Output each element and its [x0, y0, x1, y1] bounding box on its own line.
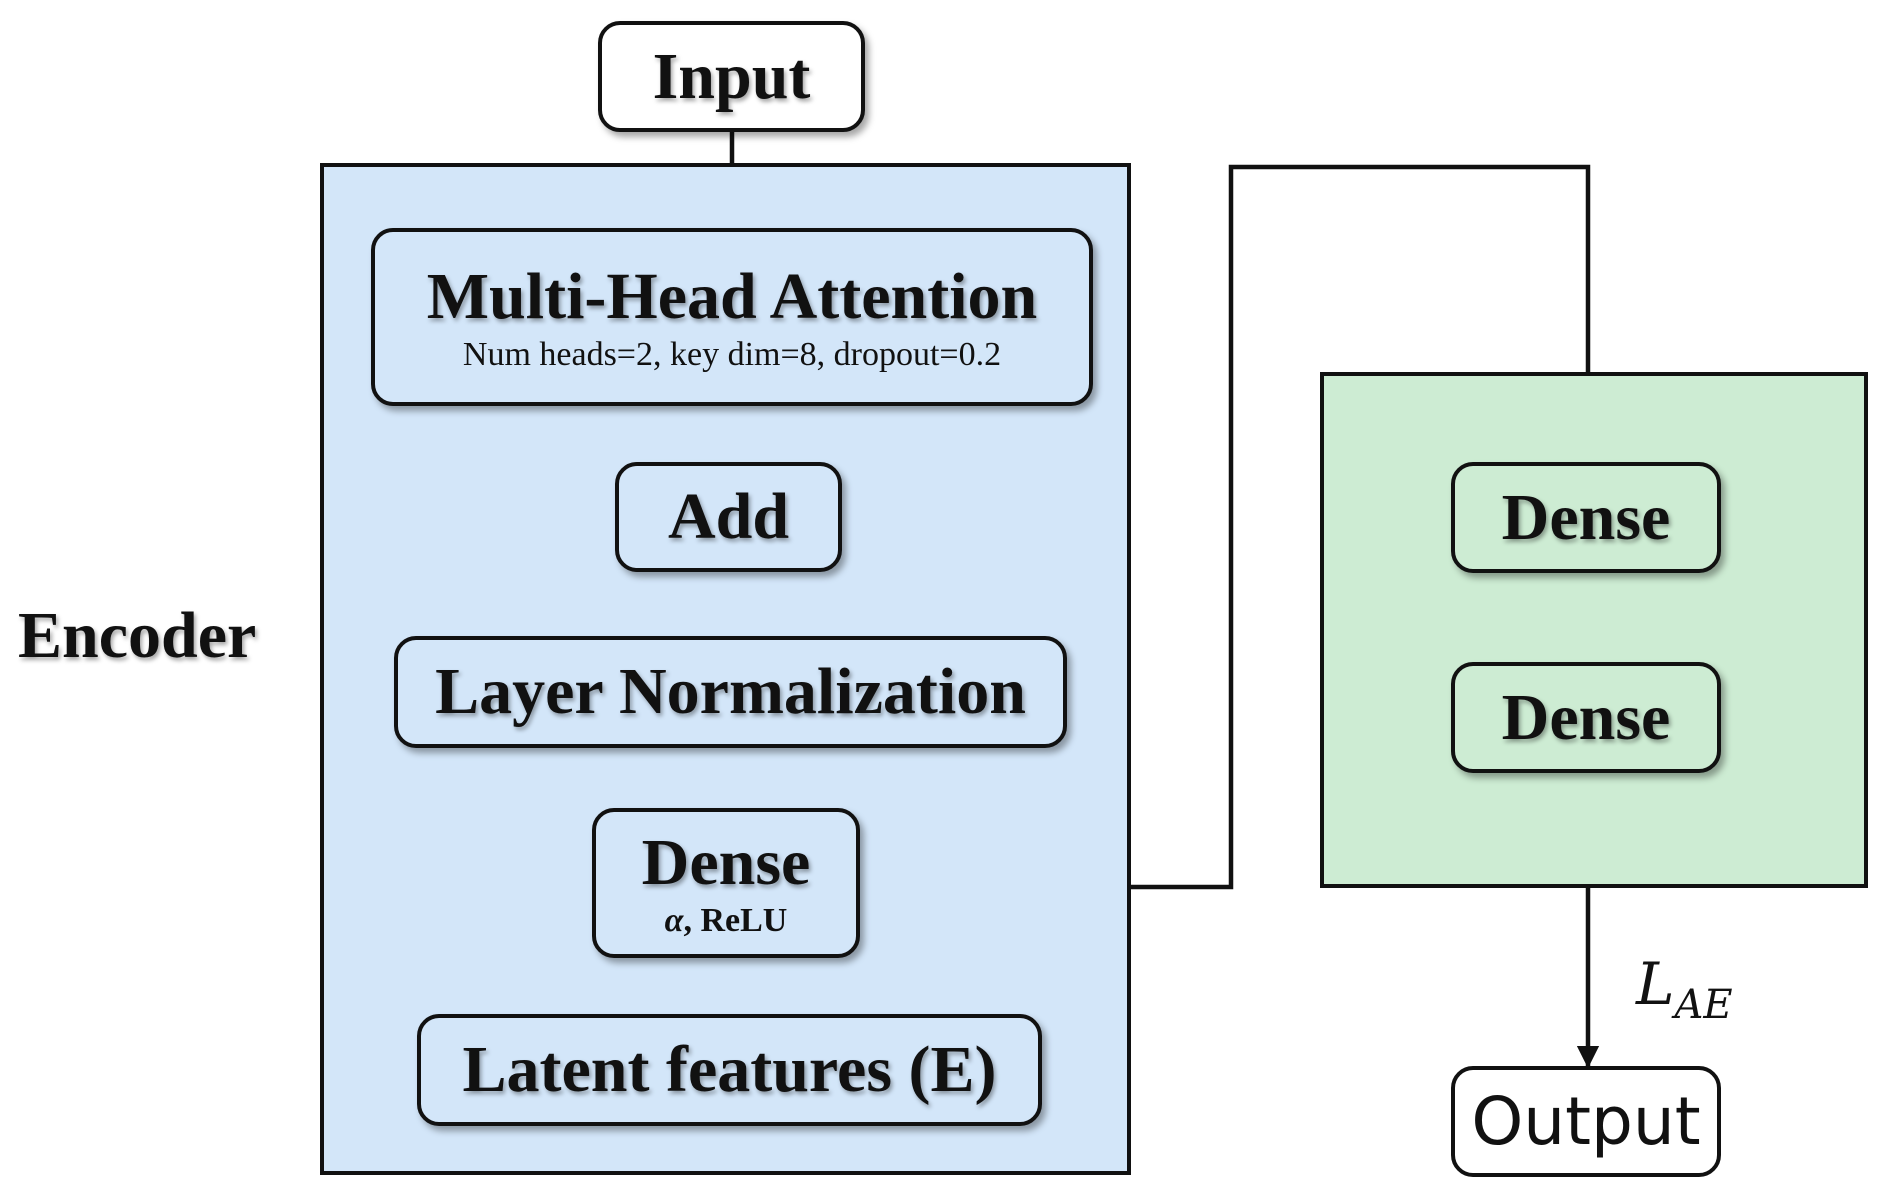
input-node: Input	[598, 21, 865, 132]
encoder-dense-params: α, ReLU	[664, 901, 788, 939]
loss-symbol: L	[1636, 950, 1675, 1018]
decoder-dense-2-label: Dense	[1501, 680, 1671, 754]
output-node-label: Output	[1471, 1082, 1701, 1160]
loss-subscript: AE	[1674, 982, 1733, 1028]
latent-features-node: Latent features (E)	[417, 1014, 1042, 1126]
encoder-dense-node: Dense α, ReLU	[592, 808, 860, 958]
encoder-dense-activation: , ReLU	[683, 901, 788, 939]
layer-normalization-node: Layer Normalization	[394, 636, 1067, 748]
add-node-label: Add	[667, 480, 790, 554]
input-node-label: Input	[652, 39, 811, 113]
latent-features-label: Latent features (E)	[462, 1033, 997, 1107]
add-node: Add	[615, 462, 842, 572]
encoder-label: Encoder	[18, 599, 257, 672]
decoder-dense-node-2: Dense	[1451, 662, 1721, 773]
layer-normalization-label: Layer Normalization	[435, 655, 1026, 729]
decoder-dense-node-1: Dense	[1451, 462, 1721, 573]
multi-head-attention-label: Multi-Head Attention	[426, 259, 1038, 333]
multi-head-attention-params: Num heads=2, key dim=8, dropout=0.2	[462, 335, 1002, 373]
output-node: Output	[1451, 1066, 1721, 1177]
decoder-dense-1-label: Dense	[1501, 480, 1671, 554]
multi-head-attention-node: Multi-Head Attention Num heads=2, key di…	[371, 228, 1093, 406]
loss-label: LAE	[1636, 950, 1733, 1028]
encoder-dense-label: Dense	[641, 825, 811, 899]
decoder-region	[1320, 372, 1868, 888]
alpha-symbol: α	[664, 901, 684, 939]
